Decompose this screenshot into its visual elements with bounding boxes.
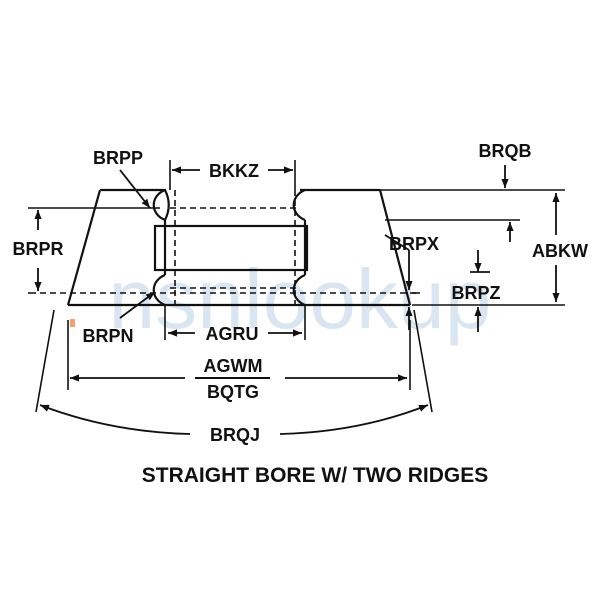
label-brpp: BRPP	[93, 148, 143, 168]
label-bqtg: BQTG	[207, 382, 259, 402]
bore-with-ridges	[152, 188, 309, 307]
label-abkw: ABKW	[532, 241, 588, 261]
dimension-lines	[34, 165, 560, 435]
label-brpz: BRPZ	[452, 283, 501, 303]
diagram-caption: STRAIGHT BORE W/ TWO RIDGES	[142, 464, 489, 487]
label-brpx: BRPX	[389, 234, 439, 254]
extension-lines	[28, 160, 565, 413]
part-outline	[66, 188, 412, 307]
label-brpn: BRPN	[82, 326, 133, 346]
accent-mark	[70, 319, 75, 327]
label-brqb: BRQB	[479, 141, 532, 161]
label-agwm: AGWM	[204, 356, 263, 376]
label-brqj: BRQJ	[210, 425, 260, 445]
label-agru: AGRU	[206, 324, 259, 344]
label-bkkz: BKKZ	[209, 161, 259, 181]
hidden-lines	[30, 190, 420, 305]
dimension-labels: BRPP BKKZ BRQB BRPR BRPX ABKW BRPZ BRPN …	[12, 141, 588, 445]
label-brpr: BRPR	[12, 239, 63, 259]
